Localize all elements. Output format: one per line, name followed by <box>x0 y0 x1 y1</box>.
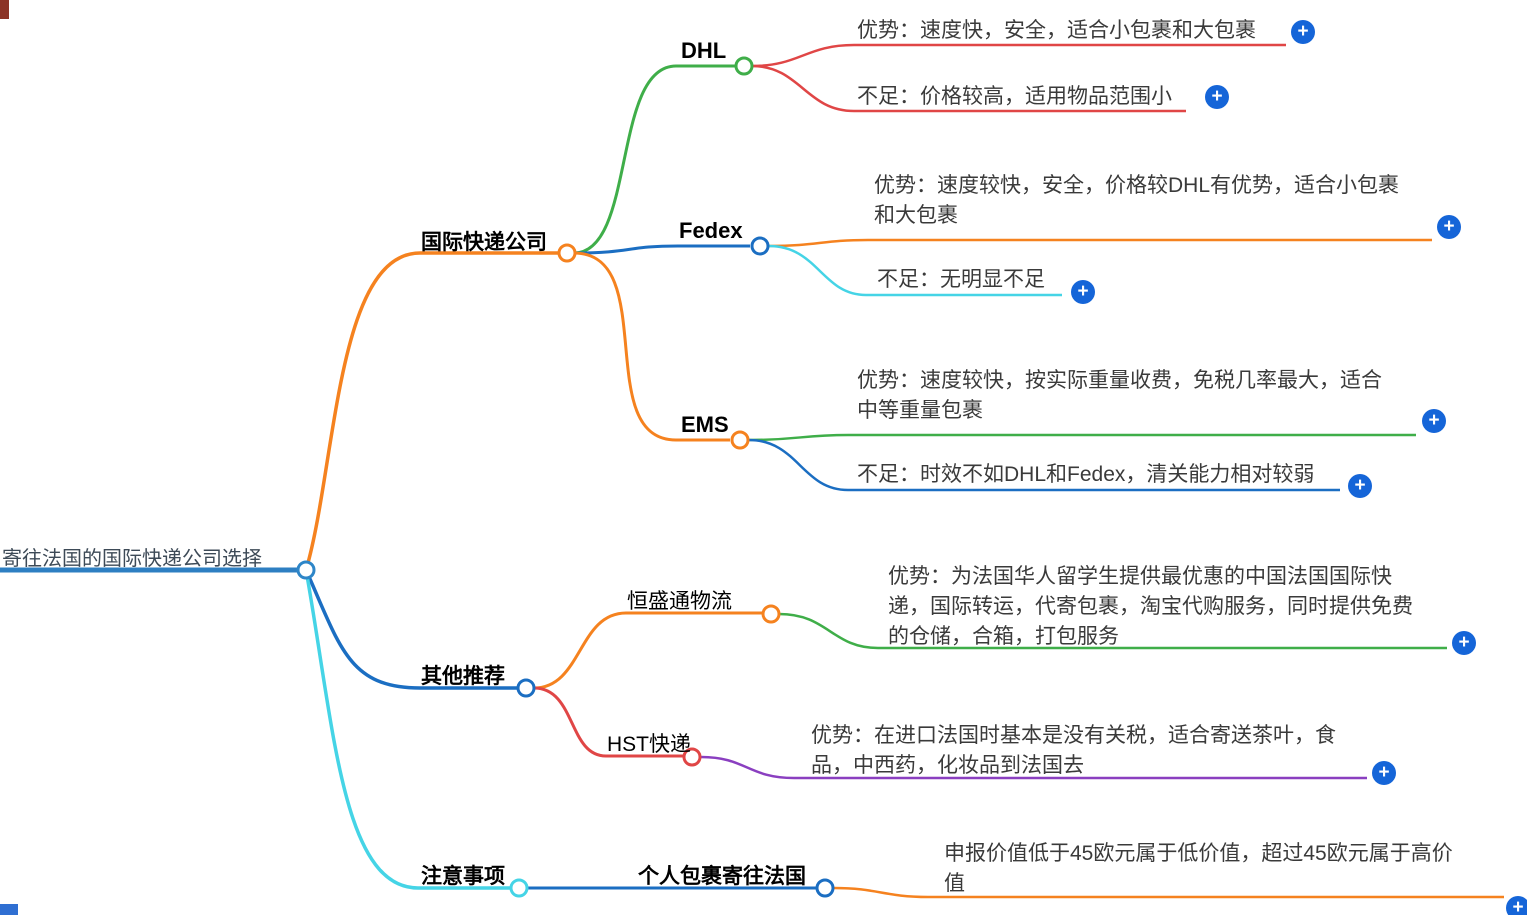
topic-fedex-label[interactable]: Fedex <box>679 218 743 243</box>
leaf-fedex-advantage[interactable]: 优势：速度较快，安全，价格较DHL有优势，适合小包裹 和大包裹 <box>874 174 1400 227</box>
leaf-personal-note[interactable]: 申报价值低于45欧元属于低价值，超过45欧元属于高价 值 <box>944 842 1453 895</box>
line-dhl-adv <box>751 43 1286 68</box>
add-node-button-dhl-adv[interactable]: + <box>1291 20 1315 44</box>
branch-line-hengshengtong <box>533 611 762 690</box>
leaf-hst-advantage[interactable]: 优势：在进口法国时基本是没有关税，适合寄送茶叶，食 品，中西药，化妆品到法国去 <box>811 724 1336 777</box>
topic-express-label[interactable]: 国际快递公司 <box>421 231 547 254</box>
line-personal-note <box>833 886 1504 899</box>
line-dhl-dis <box>751 64 1186 113</box>
branch-line-fedex <box>574 244 750 255</box>
branch-line-hst <box>533 686 684 758</box>
leaf-hengshengtong-advantage[interactable]: 优势：为法国华人留学生提供最优惠的中国法国国际快 递，国际转运，代寄包裹，淘宝代… <box>888 565 1413 648</box>
leaf-dhl-advantage[interactable]: 优势：速度快，安全，适合小包裹和大包裹 <box>857 19 1256 42</box>
branch-line-dhl <box>573 64 736 255</box>
topic-others-label[interactable]: 其他推荐 <box>421 665 505 688</box>
node-handle-notes[interactable] <box>509 878 529 898</box>
branch-line-express <box>304 251 560 571</box>
node-handle-fedex[interactable] <box>750 236 770 256</box>
topic-personal-label[interactable]: 个人包裹寄往法国 <box>638 865 806 888</box>
branch-line-notes <box>304 569 511 890</box>
node-handle-express[interactable] <box>557 243 577 263</box>
line-fedex-adv <box>768 238 1432 248</box>
topic-hst-label[interactable]: HST快递 <box>607 733 691 756</box>
line-hst-adv <box>700 755 1367 780</box>
add-node-button-dhl-dis[interactable]: + <box>1205 85 1229 109</box>
line-hengshengtong-adv <box>778 612 1447 650</box>
leaf-dhl-disadvantage[interactable]: 不足：价格较高，适用物品范围小 <box>857 85 1172 108</box>
add-node-button-fedex-dis[interactable]: + <box>1071 280 1095 304</box>
node-handle-hengshengtong[interactable] <box>761 604 781 624</box>
bottom-left-fragment <box>0 904 18 915</box>
root-topic-label[interactable]: 寄往法国的国际快递公司选择 <box>2 548 262 570</box>
leaf-fedex-disadvantage[interactable]: 不足：无明显不足 <box>877 268 1045 291</box>
branch-line-others <box>304 569 518 690</box>
add-node-button-hst-adv[interactable]: + <box>1372 761 1396 785</box>
leaf-ems-advantage[interactable]: 优势：速度较快，按实际重量收费，免税几率最大，适合 中等重量包裹 <box>857 369 1382 422</box>
node-handle-hst[interactable] <box>682 747 702 767</box>
leaf-ems-disadvantage[interactable]: 不足：时效不如DHL和Fedex，清关能力相对较弱 <box>857 463 1315 486</box>
topic-notes-label[interactable]: 注意事项 <box>421 865 505 888</box>
topic-ems-label[interactable]: EMS <box>681 412 729 437</box>
add-node-button-hengshengtong-adv[interactable]: + <box>1452 631 1476 655</box>
line-ems-adv <box>748 433 1416 442</box>
branch-line-ems <box>573 251 730 442</box>
node-handle-root[interactable] <box>296 560 316 580</box>
node-handle-others[interactable] <box>516 678 536 698</box>
add-node-button-ems-adv[interactable]: + <box>1422 409 1446 433</box>
line-ems-dis <box>748 438 1340 492</box>
add-node-button-personal-note[interactable]: + <box>1506 896 1527 915</box>
topic-hengshengtong-label[interactable]: 恒盛通物流 <box>627 590 732 613</box>
node-handle-personal[interactable] <box>815 878 835 898</box>
line-fedex-dis <box>768 244 1062 297</box>
add-node-button-fedex-adv[interactable]: + <box>1437 215 1461 239</box>
node-handle-dhl[interactable] <box>734 56 754 76</box>
topic-dhl-label[interactable]: DHL <box>681 38 727 63</box>
add-node-button-ems-dis[interactable]: + <box>1348 474 1372 498</box>
top-left-fragment <box>0 0 9 19</box>
node-handle-ems[interactable] <box>730 430 750 450</box>
